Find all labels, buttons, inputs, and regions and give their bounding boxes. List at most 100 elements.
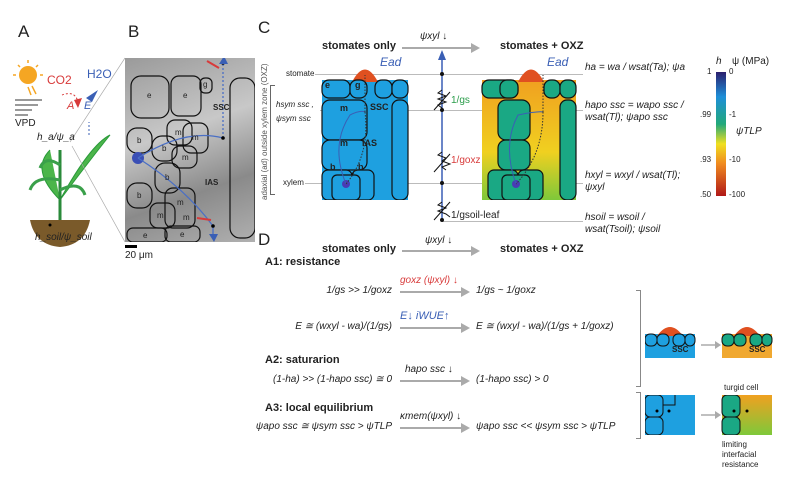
transpiration-label: E bbox=[84, 100, 92, 112]
cell-label: b bbox=[330, 162, 336, 172]
cell-label: e bbox=[325, 80, 331, 90]
cell-label: e bbox=[143, 231, 148, 240]
equation-hssc: hapo ssc = wapo ssc / wsat(Tl); ψapo ssc bbox=[585, 100, 684, 123]
tlp-label: ψTLP bbox=[736, 126, 762, 137]
a2-left: (1-ha) >> (1-hapo ssc) ≅ 0 bbox=[273, 374, 392, 385]
h-tick: 1 bbox=[707, 67, 712, 76]
cell-label: m bbox=[183, 213, 190, 222]
panel-label-b: B bbox=[128, 22, 140, 41]
h2o-label: H2O bbox=[87, 67, 112, 81]
hssc-sym-label: hsym ssc , bbox=[276, 100, 314, 109]
ias-label: IAS bbox=[362, 138, 378, 148]
turgid-cell-label: turgid cell bbox=[724, 383, 759, 392]
ead-label: Ead bbox=[380, 55, 402, 69]
panel-label-c: C bbox=[258, 18, 271, 37]
a2-arrow bbox=[400, 377, 470, 385]
cell-outlines bbox=[126, 56, 256, 243]
a1-right-2: E ≅ (wxyl - wa)/(1/gs + 1/goxz) bbox=[476, 321, 614, 332]
cell-label: b bbox=[137, 136, 142, 145]
a3-right: ψapo ssc << ψsym ssc > ψTLP bbox=[476, 421, 616, 432]
psi-tick: -10 bbox=[729, 155, 741, 164]
ssc-label: SSC bbox=[213, 103, 230, 112]
sun-icon bbox=[13, 60, 43, 96]
d-arrow-label: ψxyl ↓ bbox=[425, 235, 453, 246]
cell-label: m bbox=[192, 133, 199, 142]
sem-micrograph: SSC IAS e e g m m m b b b m b m m e e bbox=[125, 56, 256, 243]
cell-label: b bbox=[162, 144, 167, 153]
scale-bar-label: 20 μm bbox=[125, 250, 153, 261]
resistor-stomatal: 1/gs bbox=[451, 90, 470, 108]
oxz-zone-label: adaxial (ad) outside xylem zone (OXZ) bbox=[260, 63, 269, 201]
bracket-a1-a2 bbox=[636, 290, 641, 387]
assimilation-label: A bbox=[67, 100, 75, 112]
resistor-oxz: 1/goxz bbox=[451, 150, 480, 168]
resistor-label: 1/gsoil-leaf bbox=[451, 210, 500, 221]
leaf-model-stomates-oxz bbox=[481, 69, 577, 200]
equilibrium-mini-diagrams bbox=[645, 395, 772, 435]
panel-label-d: D bbox=[258, 230, 271, 249]
a1-left-1: 1/gs >> 1/goxz bbox=[326, 285, 392, 296]
leaf-model-stomates-only bbox=[321, 69, 409, 200]
a1-arrow-2-label: E↓ iWUE↑ bbox=[400, 310, 450, 322]
a1-arrow-1-label: goxz (ψxyl) ↓ bbox=[400, 275, 458, 286]
equation-hxyl: hxyl = wxyl / wsat(Tl); ψxyl bbox=[585, 170, 681, 193]
zone-bracket bbox=[270, 85, 275, 195]
bracket-a3 bbox=[636, 392, 641, 439]
a2-title: A2: saturarion bbox=[265, 354, 340, 366]
colorbar bbox=[716, 72, 726, 196]
a1-title: A1: resistance bbox=[265, 256, 341, 268]
d-left-title: stomates only bbox=[322, 243, 396, 255]
ead-label: Ead bbox=[547, 55, 569, 69]
a2-arrow-label: hapo ssc ↓ bbox=[405, 364, 453, 375]
h-tick: .50 bbox=[700, 190, 712, 199]
soil-humidity-label: h_soil/ψ_soil bbox=[35, 232, 92, 243]
resistance-circuit bbox=[433, 50, 452, 222]
equation-ha: ha = wa / wsat(Ta); ψa bbox=[585, 62, 686, 73]
ias-label: IAS bbox=[205, 178, 219, 187]
cell-label: m bbox=[175, 128, 182, 137]
limiting-resistance-label: limiting interfacial resistance bbox=[722, 440, 759, 469]
a2-right: (1-hapo ssc) > 0 bbox=[476, 374, 549, 385]
c-transition-arrow bbox=[402, 44, 480, 52]
a1-right-1: 1/gs ~ 1/goxz bbox=[476, 285, 536, 296]
ssc-mini-diagrams bbox=[645, 327, 773, 358]
ssc-label: SSC bbox=[672, 345, 689, 354]
a3-arrow bbox=[400, 424, 470, 432]
c-right-title: stomates + OXZ bbox=[500, 40, 584, 52]
vpd-label: VPD bbox=[15, 118, 36, 129]
d-transition-arrow bbox=[402, 247, 480, 255]
ssc-label: SSC bbox=[370, 102, 389, 112]
resistor-label: 1/gs bbox=[451, 95, 470, 106]
guide-line bbox=[320, 110, 583, 111]
cell-label: m bbox=[177, 198, 184, 207]
a1-left-2: E ≅ (wxyl - wa)/(1/gs) bbox=[295, 321, 392, 332]
a1-arrow-1 bbox=[400, 288, 470, 296]
cell-label: m bbox=[340, 103, 349, 113]
cell-label: g bbox=[355, 80, 361, 90]
resistor-label: 1/goxz bbox=[451, 155, 481, 166]
plant-illustration bbox=[13, 57, 125, 247]
leaf-humidity-label: h_a/ψ_a bbox=[37, 132, 75, 143]
d-right-title: stomates + OXZ bbox=[500, 243, 584, 255]
co2-label: CO2 bbox=[47, 73, 72, 87]
cell-label: m bbox=[157, 211, 164, 220]
stomate-label: stomate bbox=[286, 69, 315, 78]
psi-tick: -100 bbox=[729, 190, 746, 199]
cell-label: e bbox=[147, 91, 152, 100]
cell-label: b bbox=[358, 162, 364, 172]
cell-label: e bbox=[183, 91, 188, 100]
panel-label-a: A bbox=[18, 22, 30, 41]
psi-ssc-sym-label: ψsym ssc bbox=[276, 114, 311, 123]
colorbar-h-label: h bbox=[716, 56, 722, 67]
psi-tick: 0 bbox=[729, 67, 734, 76]
h-tick: .99 bbox=[700, 110, 712, 119]
resistor-soil-leaf: 1/gsoil-leaf bbox=[451, 205, 499, 223]
a3-title: A3: local equilibrium bbox=[265, 402, 374, 414]
guide-line bbox=[305, 183, 583, 184]
cell-label: m bbox=[340, 138, 349, 148]
xylem-label: xylem bbox=[283, 178, 304, 187]
colorbar-psi-label: ψ (MPa) bbox=[732, 56, 770, 67]
guide-line bbox=[442, 221, 583, 222]
c-left-title: stomates only bbox=[322, 40, 396, 52]
